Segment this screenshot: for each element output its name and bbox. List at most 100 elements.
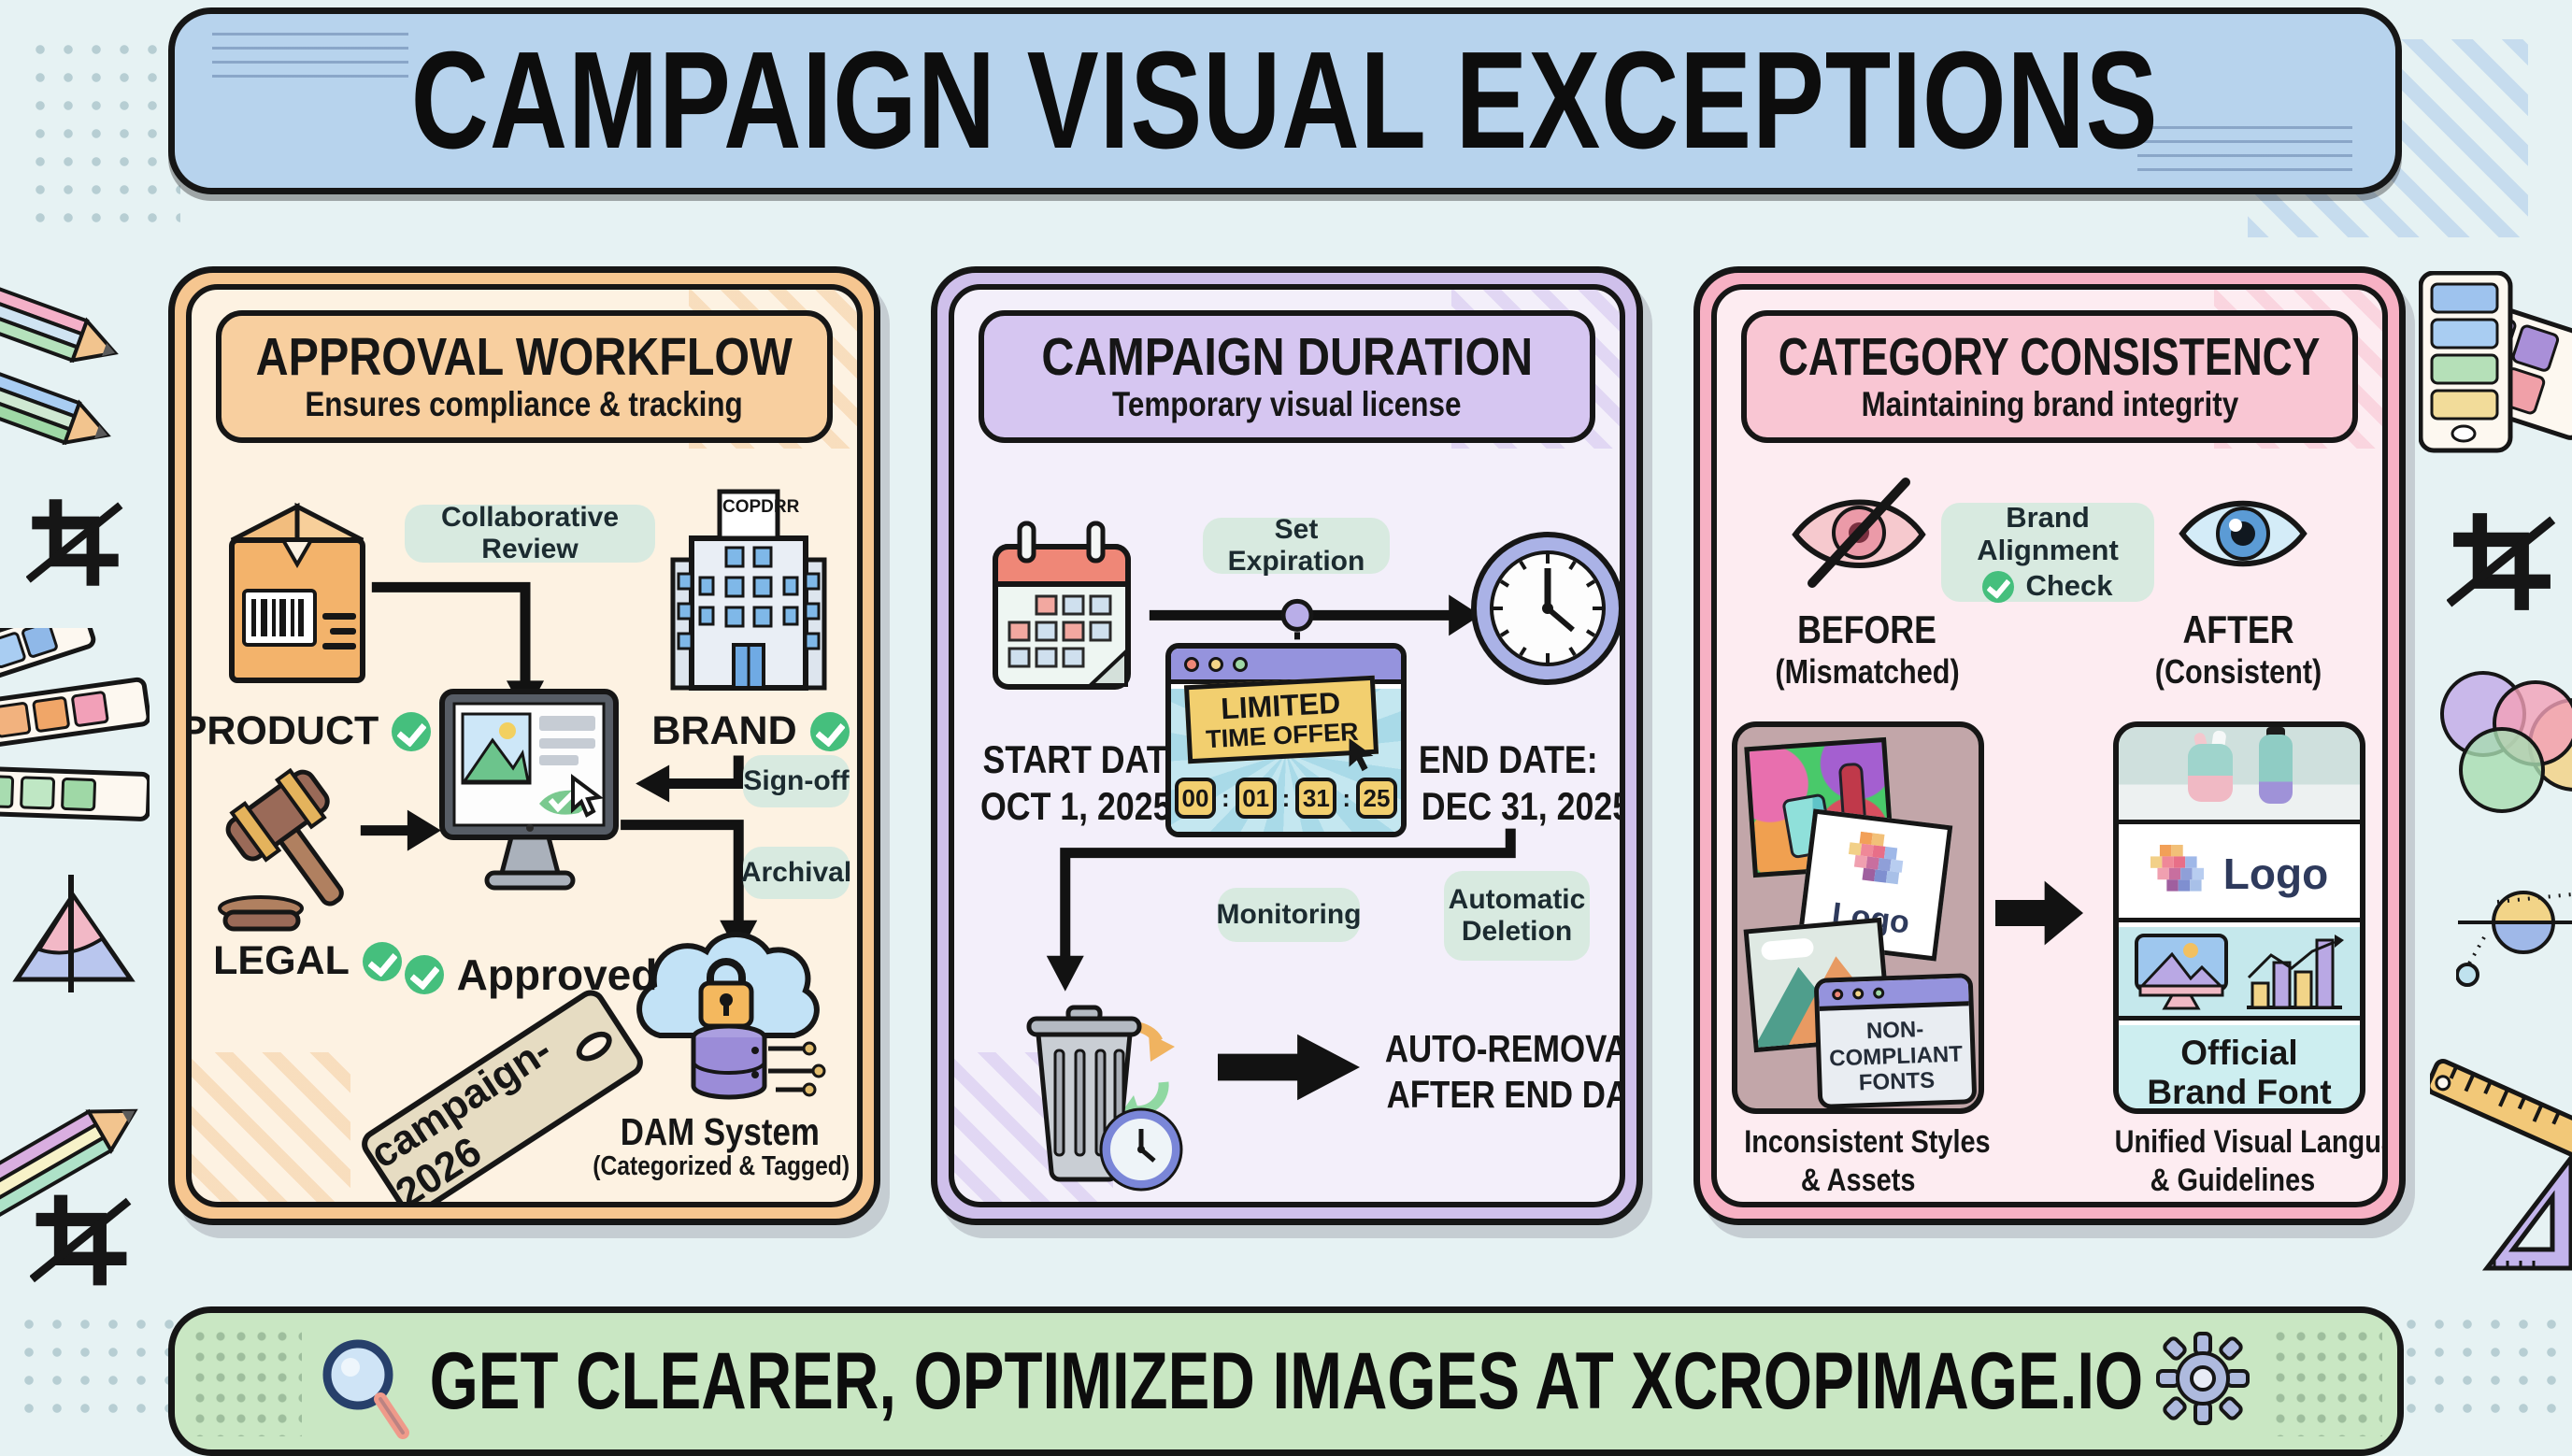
panel-approval-body: APPROVAL WORKFLOW Ensures compliance & t… xyxy=(186,284,863,1207)
collaborative-review-badge: Collaborative Review xyxy=(405,502,655,564)
duration-title: CAMPAIGN DURATION xyxy=(1041,326,1533,387)
magnifier-icon xyxy=(322,1339,409,1439)
window-dot-yellow xyxy=(1208,656,1223,672)
duration-subtitle: Temporary visual license xyxy=(1112,384,1462,423)
legal-gavel-icon xyxy=(218,767,344,932)
mismatched-logo-card: Logo xyxy=(1796,808,1953,962)
product-label-row: PRODUCT xyxy=(192,708,432,754)
product-package-icon xyxy=(229,502,365,683)
dot-grid-top-left xyxy=(26,36,180,227)
page-title: CAMPAIGN VISUAL EXCEPTIONS xyxy=(411,23,2159,178)
offer-browser-window: LIMITED TIME OFFER 00 : 01 : 31 : 25 xyxy=(1165,643,1407,837)
before-label: BEFORE (Mismatched) xyxy=(1775,607,1960,691)
geometry-circle-icon xyxy=(2456,891,2572,987)
venn-circles-icon xyxy=(2440,671,2572,813)
duration-flow-arrows xyxy=(1046,594,1516,992)
approval-subtitle: Ensures compliance & tracking xyxy=(305,384,744,423)
consistency-panel-body: CATEGORY CONSISTENCY Maintaining brand i… xyxy=(1711,284,2388,1207)
panel-campaign-duration: CAMPAIGN DURATION Temporary visual licen… xyxy=(931,266,1643,1225)
after-logo-text: Logo xyxy=(2222,849,2329,898)
duration-panel-body: CAMPAIGN DURATION Temporary visual licen… xyxy=(949,284,1625,1207)
consistent-icons-row xyxy=(2119,927,2360,1021)
set-square-icon xyxy=(2481,1152,2572,1271)
consistent-product-photo xyxy=(2119,727,2360,824)
alignment-check-icon xyxy=(1982,570,2015,603)
approval-header: APPROVAL WORKFLOW Ensures compliance & t… xyxy=(216,310,833,443)
before-after-arrow xyxy=(1995,880,2083,946)
window-dot-green xyxy=(1233,656,1248,672)
swatch-cards-icon xyxy=(2419,271,2572,453)
countdown-seconds: 25 xyxy=(1356,778,1397,819)
countdown-minutes: 31 xyxy=(1295,778,1337,819)
monitor-image-icon xyxy=(2135,933,2228,1009)
signoff-badge: Sign-off xyxy=(743,755,850,807)
brand-building-icon xyxy=(670,489,827,691)
noncompliant-fonts-text: NON- COMPLIANT FONTS xyxy=(1828,1016,1964,1096)
countdown-hours: 01 xyxy=(1235,778,1277,819)
start-date-label: START DATE: OCT 1, 2025 xyxy=(980,737,1201,828)
after-label: AFTER (Consistent) xyxy=(2154,607,2322,691)
dot-grid-bottom-right xyxy=(2397,1310,2561,1413)
crop-icon xyxy=(26,499,123,586)
approval-title: APPROVAL WORKFLOW xyxy=(255,326,793,387)
trash-deletion-icon xyxy=(1026,1005,1183,1192)
automatic-deletion-badge: Automatic Deletion xyxy=(1444,871,1590,961)
product-label: PRODUCT xyxy=(186,708,379,753)
footer-text: GET CLEARER, OPTIMIZED IMAGES AT XCROPIM… xyxy=(429,1335,2143,1426)
footer-banner: GET CLEARER, OPTIMIZED IMAGES AT XCROPIM… xyxy=(168,1306,2404,1456)
nc-window-titlebar xyxy=(1818,978,1969,1011)
footer-dots-left xyxy=(190,1326,302,1436)
consistent-logo-row: Logo xyxy=(2119,829,2360,922)
eye-icon xyxy=(2179,500,2308,567)
duration-header: CAMPAIGN DURATION Temporary visual licen… xyxy=(979,310,1595,443)
official-brand-font-row: Official Brand Font xyxy=(2119,1025,2360,1108)
end-clock-icon xyxy=(1471,532,1620,685)
dam-system-title: DAM System xyxy=(620,1110,821,1153)
title-banner: CAMPAIGN VISUAL EXCEPTIONS xyxy=(168,7,2402,194)
crop-icon-2 xyxy=(30,1194,132,1286)
consistency-header: CATEGORY CONSISTENCY Maintaining brand i… xyxy=(1741,310,2358,443)
color-swatch-fan-icon xyxy=(0,628,150,821)
monitoring-badge: Monitoring xyxy=(1217,888,1361,942)
end-date-label: END DATE: DEC 31, 2025 xyxy=(1418,737,1625,828)
brand-alignment-badge: Brand Alignment Check xyxy=(1941,501,2154,603)
panel-approval-workflow: APPROVAL WORKFLOW Ensures compliance & t… xyxy=(168,266,880,1225)
eye-off-icon xyxy=(1792,478,1926,588)
brand-check-icon xyxy=(809,711,850,751)
panel-category-consistency: CATEGORY CONSISTENCY Maintaining brand i… xyxy=(1693,266,2406,1225)
legal-check-icon xyxy=(362,941,402,981)
start-calendar-icon xyxy=(993,521,1131,690)
countdown-days: 00 xyxy=(1174,778,1216,819)
auto-removal-label: AUTO-REMOVAL AFTER END DATE xyxy=(1384,1027,1625,1117)
noncompliant-fonts-window: NON- COMPLIANT FONTS xyxy=(1813,973,1978,1108)
footer-dots-right xyxy=(2270,1326,2382,1436)
banner-line-accent-left xyxy=(212,31,408,78)
pencil-icon xyxy=(0,1108,138,1231)
ruler-icon xyxy=(2430,1059,2572,1163)
after-caption: Unified Visual Language & Guidelines xyxy=(2114,1124,2382,1198)
approved-check-icon xyxy=(404,955,444,994)
crop-icon-3 xyxy=(2447,513,2556,610)
before-collage-card: Logo NON- COMPLIANT FONTS xyxy=(1732,721,1984,1114)
before-caption: Inconsistent Styles & Assets xyxy=(1744,1124,1991,1198)
product-check-icon xyxy=(392,711,432,751)
set-expiration-badge: Set Expiration xyxy=(1203,514,1390,577)
dam-system-subtitle: (Categorized & Tagged) xyxy=(593,1151,850,1181)
brand-label-row: BRAND xyxy=(642,708,857,754)
brand-label: BRAND xyxy=(651,708,797,753)
approved-label-row: Approved xyxy=(404,949,657,1000)
building-sign: COPDRR xyxy=(722,497,800,517)
banner-line-accent-right xyxy=(2137,122,2352,171)
pixel-logo-icon xyxy=(1848,831,1904,884)
legal-label: LEGAL xyxy=(213,938,350,983)
archival-badge: Archival xyxy=(741,847,851,899)
offer-cursor-icon xyxy=(1349,738,1374,772)
consistency-title: CATEGORY CONSISTENCY xyxy=(1779,326,2321,387)
consistency-subtitle: Maintaining brand integrity xyxy=(1861,384,2238,423)
gear-icon xyxy=(2156,1332,2250,1425)
triangle-tool-icon xyxy=(12,875,136,992)
dam-cloud-lock-database-icon xyxy=(636,932,826,1100)
legal-label-row: LEGAL xyxy=(205,938,410,984)
countdown-timer: 00 : 01 : 31 : 25 xyxy=(1171,778,1401,819)
